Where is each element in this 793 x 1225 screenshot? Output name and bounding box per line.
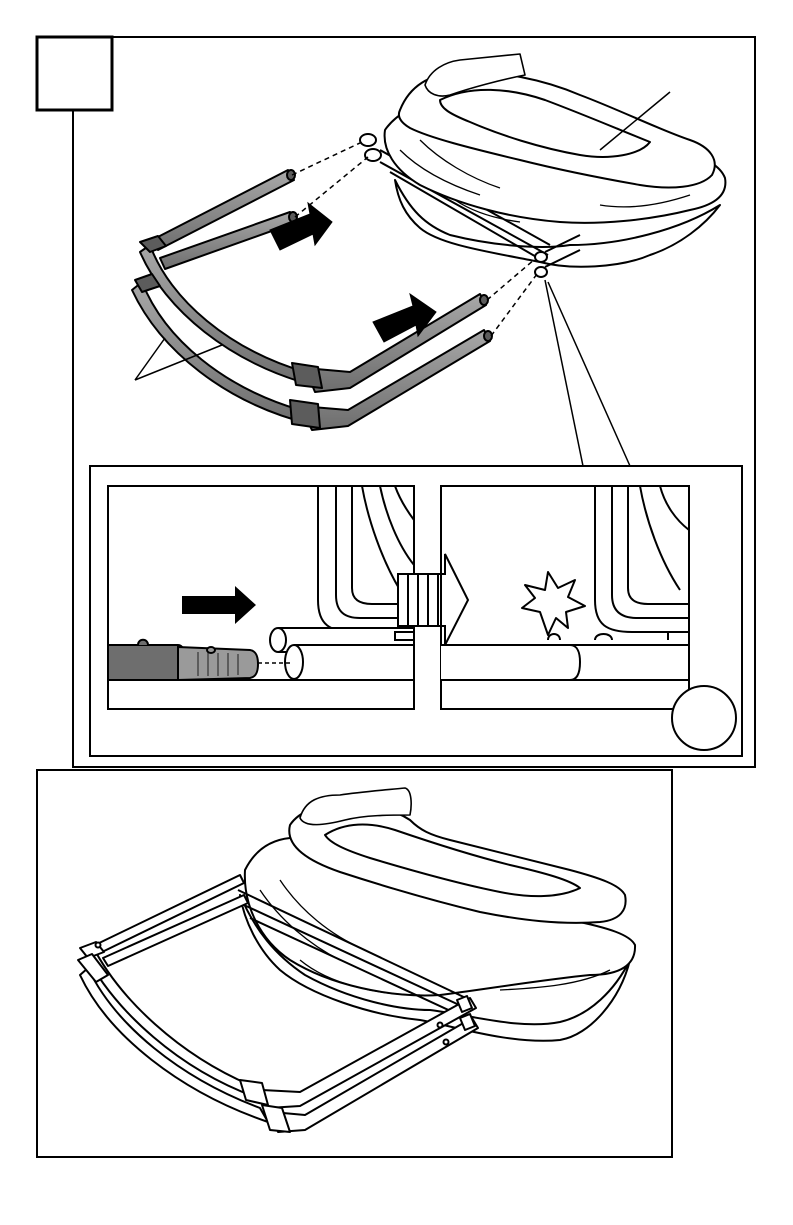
- step-one-panel: [37, 37, 755, 767]
- insertion-arrows: [270, 203, 436, 342]
- assembled-rocker-with-bassinet: [78, 788, 635, 1132]
- detail-inset: [90, 466, 742, 756]
- step-two-panel: [37, 770, 672, 1157]
- insertion-arrow-upper: [270, 203, 332, 250]
- empty-circle: [672, 686, 736, 750]
- step-number-box: [37, 37, 112, 110]
- bassinet: [380, 54, 725, 267]
- panel-before: [108, 486, 414, 709]
- inset-callout-lines: [545, 280, 630, 466]
